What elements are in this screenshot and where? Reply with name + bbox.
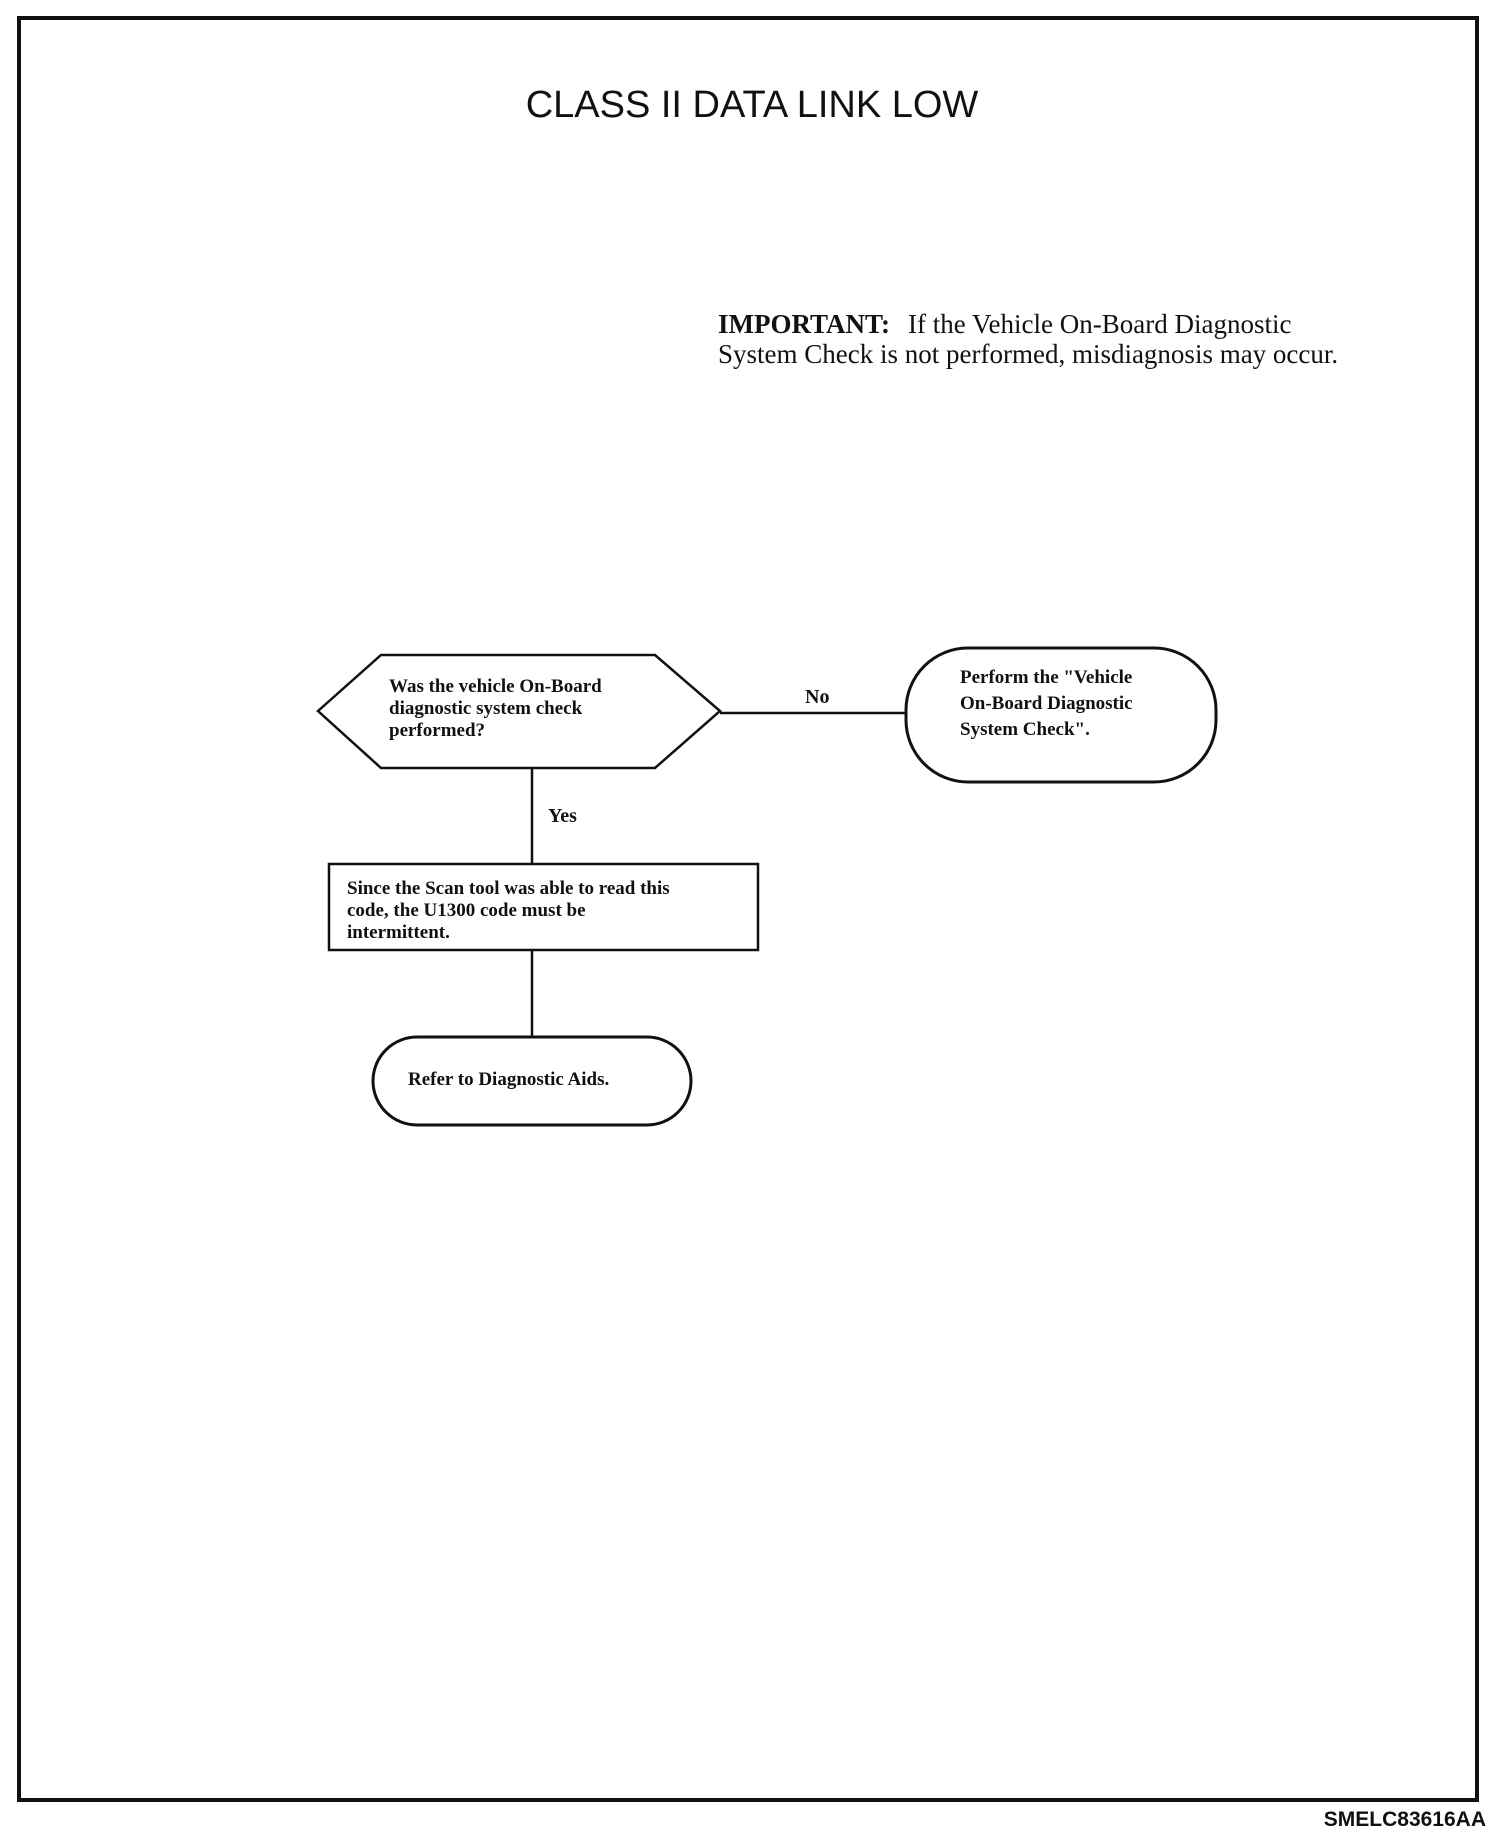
important-label: IMPORTANT: [718, 309, 891, 339]
perform-check-node [904, 646, 1218, 784]
edge-label-yes: Yes [548, 805, 577, 827]
intermittent-node [327, 862, 760, 952]
refer-text: Refer to Diagnostic Aids. [408, 1069, 609, 1091]
perform-check-text-line: On-Board Diagnostic [960, 693, 1133, 714]
perform-check-text-line: Perform the "Vehicle [960, 667, 1133, 688]
intermittent-text-line: intermittent. [347, 922, 450, 943]
intermittent-text: Since the Scan tool was able to read thi… [347, 878, 670, 944]
decision-text-line: diagnostic system check [389, 698, 583, 719]
refer-text-line: Refer to Diagnostic Aids. [408, 1069, 610, 1090]
edge-label-no: No [805, 686, 830, 708]
important-note: IMPORTANT: If the Vehicle On-Board Diagno… [718, 309, 1418, 369]
decision-node [316, 653, 722, 770]
important-text-2: System Check is not performed, misdiagno… [718, 339, 1339, 369]
intermittent-text-line: Since the Scan tool was able to read thi… [347, 878, 670, 899]
refer-node [371, 1035, 693, 1127]
intermittent-text-line: code, the U1300 code must be [347, 900, 586, 921]
important-note-line-1: IMPORTANT: If the Vehicle On-Board Diagno… [718, 309, 1418, 339]
perform-check-text-line: System Check". [960, 719, 1090, 740]
decision-text-line: performed? [389, 720, 486, 741]
perform-check-text: Perform the "Vehicle On-Board Diagnostic… [960, 665, 1133, 743]
decision-text-line: Was the vehicle On-Board [389, 676, 602, 697]
figure-id: SMELC83616AA [1323, 1808, 1486, 1831]
decision-text: Was the vehicle On-Board diagnostic syst… [389, 676, 602, 742]
page-border [17, 16, 1479, 1802]
page-title: CLASS II DATA LINK LOW [525, 84, 979, 126]
important-text-1: If the Vehicle On-Board Diagnostic [908, 309, 1292, 339]
